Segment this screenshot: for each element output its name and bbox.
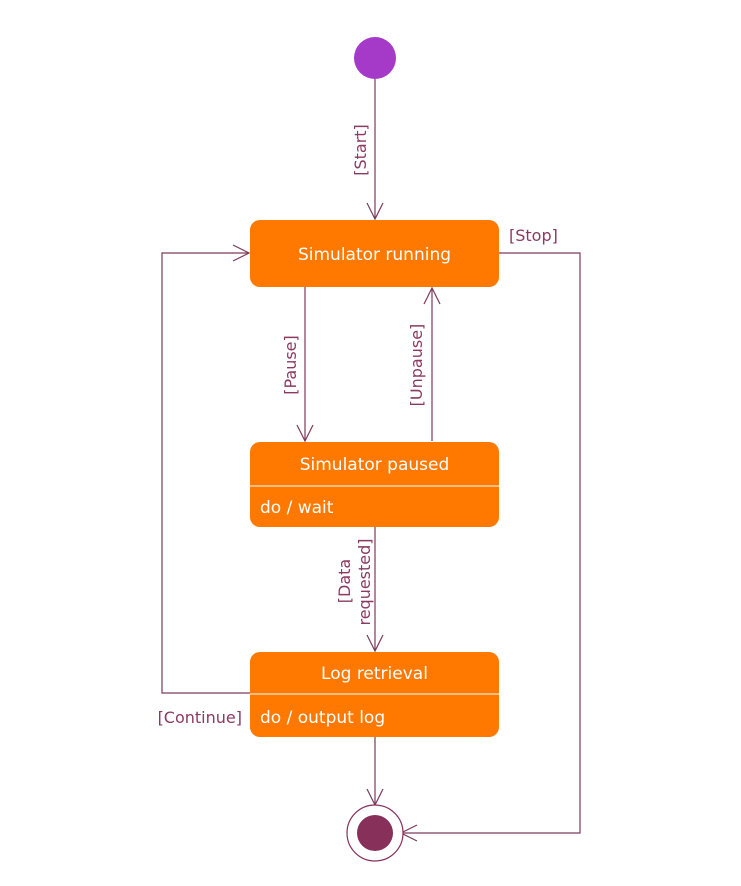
guard-start: [Start] xyxy=(351,124,370,176)
transition-continue xyxy=(161,244,251,694)
transition-stop xyxy=(399,252,581,842)
guard-data-requested-line1: [Data xyxy=(335,559,354,603)
transition-end xyxy=(366,737,384,807)
transition-start xyxy=(366,79,384,221)
transition-data-requested xyxy=(366,527,384,653)
guard-unpause: [Unpause] xyxy=(407,324,426,407)
transition-pause xyxy=(296,287,314,443)
state-title: Simulator running xyxy=(298,245,451,265)
state-log-retrieval: Log retrieval do / output log xyxy=(250,652,499,737)
transition-unpause xyxy=(423,286,441,441)
final-node xyxy=(346,804,404,862)
state-simulator-running: Simulator running xyxy=(250,220,499,287)
state-title: Simulator paused xyxy=(300,455,450,475)
state-action: do / wait xyxy=(260,498,334,518)
state-action: do / output log xyxy=(260,708,385,728)
guard-stop: [Stop] xyxy=(509,226,558,245)
guard-pause: [Pause] xyxy=(281,335,300,395)
initial-node xyxy=(354,37,396,79)
state-title: Log retrieval xyxy=(321,664,428,684)
guard-continue: [Continue] xyxy=(158,708,242,727)
state-simulator-paused: Simulator paused do / wait xyxy=(250,442,499,527)
guard-data-requested-line2: requested] xyxy=(355,538,374,625)
